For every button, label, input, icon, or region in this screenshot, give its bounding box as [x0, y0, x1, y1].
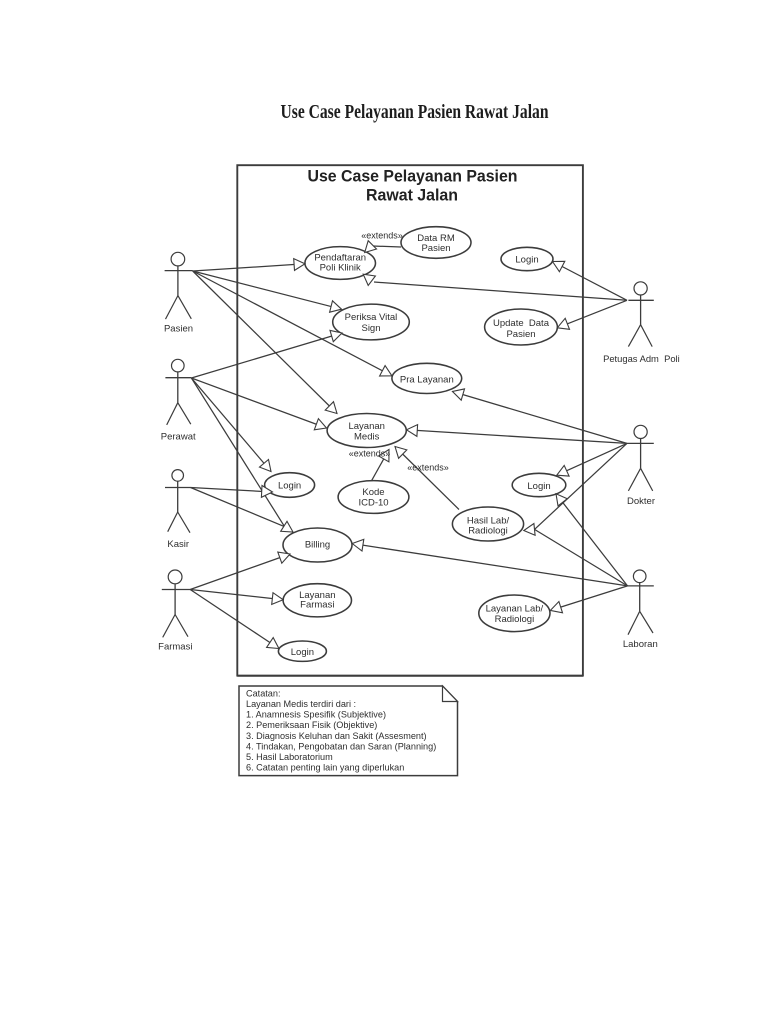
svg-text:Login: Login	[515, 255, 538, 266]
svg-text:Rawat Jalan: Rawat Jalan	[366, 186, 458, 204]
svg-text:Kode: Kode	[362, 487, 384, 498]
svg-text:Layanan Medis terdiri dari :: Layanan Medis terdiri dari :	[246, 699, 356, 709]
svg-text:Farmasi: Farmasi	[158, 642, 192, 653]
svg-text:Laboran: Laboran	[623, 639, 658, 650]
svg-text:Perawat: Perawat	[161, 431, 196, 442]
svg-text:Login: Login	[527, 481, 550, 492]
svg-text:ICD-10: ICD-10	[358, 498, 388, 509]
svg-text:Layanan: Layanan	[299, 590, 335, 601]
svg-text:Use Case Pelayanan Pasien: Use Case Pelayanan Pasien	[308, 168, 518, 186]
svg-text:4. Tindakan, Pengobatan dan Sa: 4. Tindakan, Pengobatan dan Saran (Plann…	[246, 741, 436, 751]
svg-text:«extends»: «extends»	[407, 463, 449, 473]
svg-text:Pra Layanan: Pra Layanan	[400, 375, 454, 386]
svg-text:Data RM: Data RM	[417, 233, 455, 244]
svg-text:Layanan Lab/: Layanan Lab/	[486, 604, 544, 615]
svg-text:Radiologi: Radiologi	[495, 614, 535, 625]
svg-text:Sign: Sign	[361, 323, 380, 334]
svg-text:2. Pemeriksaan Fisik (Objektiv: 2. Pemeriksaan Fisik (Objektive)	[246, 720, 377, 730]
svg-text:Catatan:: Catatan:	[246, 689, 281, 699]
svg-text:Login: Login	[278, 481, 301, 492]
svg-text:Dokter: Dokter	[627, 496, 655, 507]
svg-text:Update Data: Update Data	[493, 318, 550, 329]
svg-text:«extends»: «extends»	[361, 231, 403, 241]
svg-text:Medis: Medis	[354, 432, 380, 443]
svg-text:«extends»: «extends»	[349, 449, 391, 459]
svg-text:5. Hasil Laboratorium: 5. Hasil Laboratorium	[246, 752, 333, 762]
svg-text:Hasil Lab/: Hasil Lab/	[467, 516, 510, 527]
svg-text:Pasien: Pasien	[164, 324, 193, 335]
svg-text:1. Anamnesis Spesifik (Subjekt: 1. Anamnesis Spesifik (Subjektive)	[246, 710, 386, 720]
svg-text:Petugas Adm Poli: Petugas Adm Poli	[603, 353, 680, 364]
svg-text:Billing: Billing	[305, 540, 330, 551]
svg-text:Layanan: Layanan	[348, 421, 384, 432]
svg-text:Pendaftaran: Pendaftaran	[314, 252, 366, 263]
svg-text:Farmasi: Farmasi	[300, 600, 334, 611]
svg-text:Radiologi: Radiologi	[468, 526, 508, 537]
svg-text:Pasien: Pasien	[506, 329, 535, 340]
svg-text:Login: Login	[291, 647, 314, 658]
svg-text:Poli Klinik: Poli Klinik	[320, 263, 361, 274]
svg-text:3. Diagnosis Keluhan dan Sakit: 3. Diagnosis Keluhan dan Sakit (Assesmen…	[246, 731, 427, 741]
svg-text:Use Case Pelayanan Pasien Rawa: Use Case Pelayanan Pasien Rawat Jalan	[281, 102, 549, 123]
svg-text:Periksa Vital: Periksa Vital	[345, 312, 398, 323]
svg-text:Pasien: Pasien	[421, 243, 450, 254]
svg-text:6. Catatan penting lain yang d: 6. Catatan penting lain yang diperlukan	[246, 762, 404, 772]
svg-text:Kasir: Kasir	[167, 539, 189, 550]
